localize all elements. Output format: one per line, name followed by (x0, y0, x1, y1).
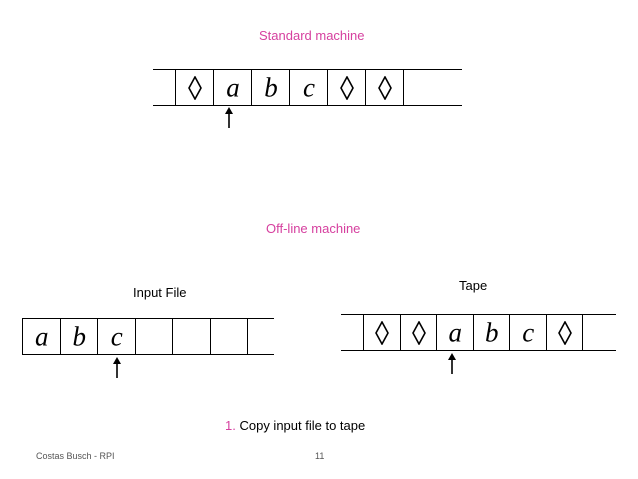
tape-symbol: a (226, 72, 240, 102)
tape-cell: c (509, 314, 547, 351)
tape-cell (403, 69, 442, 106)
tape-bottom-line (341, 350, 616, 351)
tape-top-line (22, 318, 274, 319)
tape-cell (327, 69, 366, 106)
tape-cell (172, 318, 211, 355)
blank-symbol-icon (340, 75, 354, 100)
tape-symbol: a (448, 317, 463, 347)
tape-symbol: b (264, 72, 278, 102)
tape-cell: c (97, 318, 136, 355)
footer-author: Costas Busch - RPI (36, 451, 115, 461)
blank-symbol-icon (375, 320, 390, 345)
standard-machine-title: Standard machine (259, 28, 365, 43)
tape-head-arrow (448, 353, 456, 374)
tape-cell (365, 69, 404, 106)
tape-cell (134, 318, 174, 355)
tape-cell: b (59, 318, 99, 355)
tape-cell: a (213, 69, 252, 106)
step-number: 1. (225, 418, 236, 433)
tape-bottom-line (22, 354, 274, 355)
tape-cell: a (22, 318, 61, 355)
page-number: 11 (315, 451, 325, 461)
tape-cell: c (289, 69, 328, 106)
tape-cell (363, 314, 401, 351)
tape-bottom-line (153, 105, 462, 106)
tape-cell: a (436, 314, 474, 351)
tape-cell (175, 69, 214, 106)
tape-symbol: a (35, 321, 49, 351)
blank-symbol-icon (378, 75, 392, 100)
blank-symbol-icon (411, 320, 426, 345)
tape-cell: b (251, 69, 290, 106)
tape-cell (582, 314, 620, 351)
tape-symbol: c (522, 317, 535, 347)
tape-symbol: c (110, 321, 123, 351)
blank-symbol-icon (557, 320, 572, 345)
offline-machine-title: Off-line machine (266, 221, 361, 236)
tape-cell: b (472, 314, 511, 351)
step-text: Copy input file to tape (239, 418, 366, 433)
step-instruction: 1. Copy input file to tape (225, 418, 365, 433)
tape-cell (545, 314, 584, 351)
tape-symbol: c (303, 72, 315, 102)
input-head-arrow (113, 357, 121, 378)
tape-label: Tape (459, 278, 488, 293)
blank-symbol-icon (188, 75, 202, 100)
tape-symbol: b (485, 317, 499, 347)
tape-cell (247, 318, 286, 355)
tape-symbol: b (72, 321, 87, 351)
tape-cell (399, 314, 438, 351)
tape-top-line (341, 314, 616, 315)
input-file-label: Input File (133, 285, 187, 300)
tape-cell (209, 318, 249, 355)
standard-head-arrow (225, 107, 233, 128)
tape-top-line (153, 69, 462, 70)
